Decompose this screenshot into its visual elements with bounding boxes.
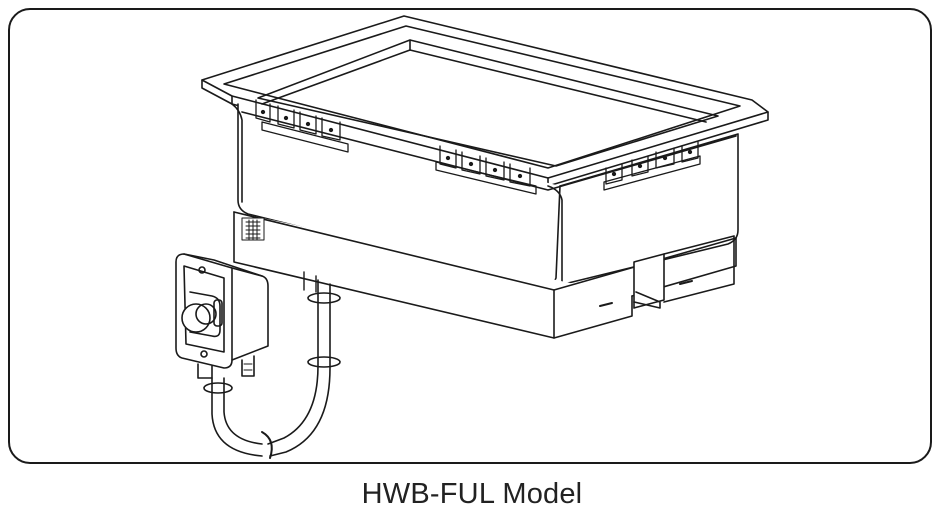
support-feet	[633, 235, 735, 309]
figure-caption: HWB-FUL Model	[361, 478, 583, 510]
hot-well-line-drawing	[175, 15, 769, 459]
temperature-knob	[181, 291, 223, 338]
control-box	[175, 253, 269, 379]
drain-hose	[203, 271, 341, 459]
base-skirt	[233, 211, 737, 339]
pan-rim-flange	[201, 15, 769, 187]
mounting-clips	[255, 99, 701, 195]
vent-grille	[241, 217, 265, 241]
